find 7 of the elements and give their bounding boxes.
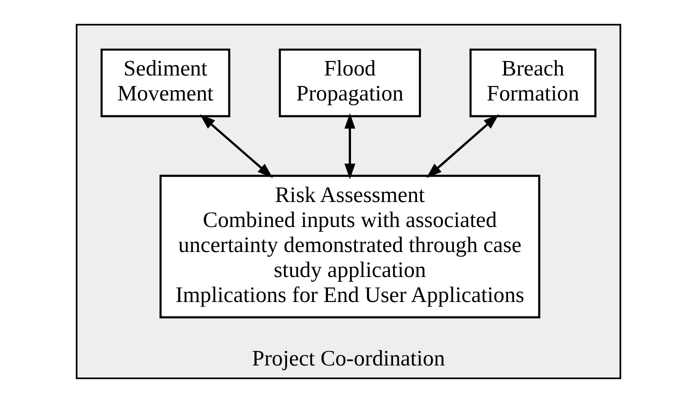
arrow <box>426 114 499 178</box>
arrow <box>200 114 273 178</box>
node-box: Breach Formation <box>470 48 596 118</box>
node-box: Flood Propagation <box>278 48 421 118</box>
node-box: Sediment Movement <box>100 48 230 118</box>
node-box: Risk Assessment Combined inputs with associated uncertainty demonstrated through case study application Implications for End User Applications <box>160 174 540 318</box>
arrow <box>344 113 356 180</box>
